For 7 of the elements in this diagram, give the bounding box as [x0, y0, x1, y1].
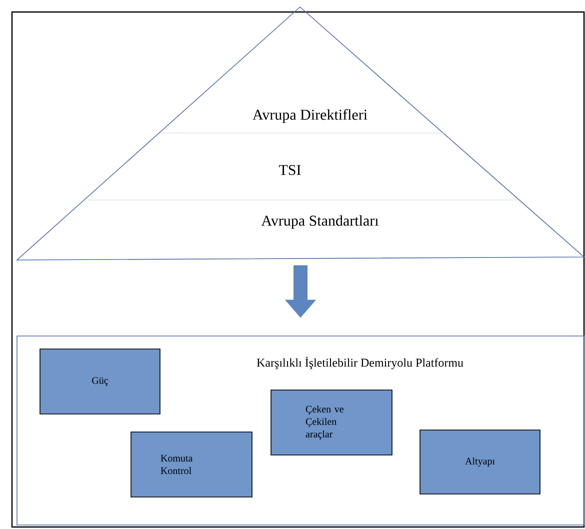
component-box: Güç: [40, 348, 160, 414]
level-label: Avrupa Standartları: [261, 215, 378, 229]
component-box: Altyapı: [420, 430, 540, 494]
level-label: Avrupa Direktifleri: [252, 109, 368, 123]
component-box: Çeken ve Çekilen araçlar: [270, 390, 392, 456]
component-box: Komuta Kontrol: [130, 432, 252, 498]
level-label: TSI: [279, 164, 301, 176]
